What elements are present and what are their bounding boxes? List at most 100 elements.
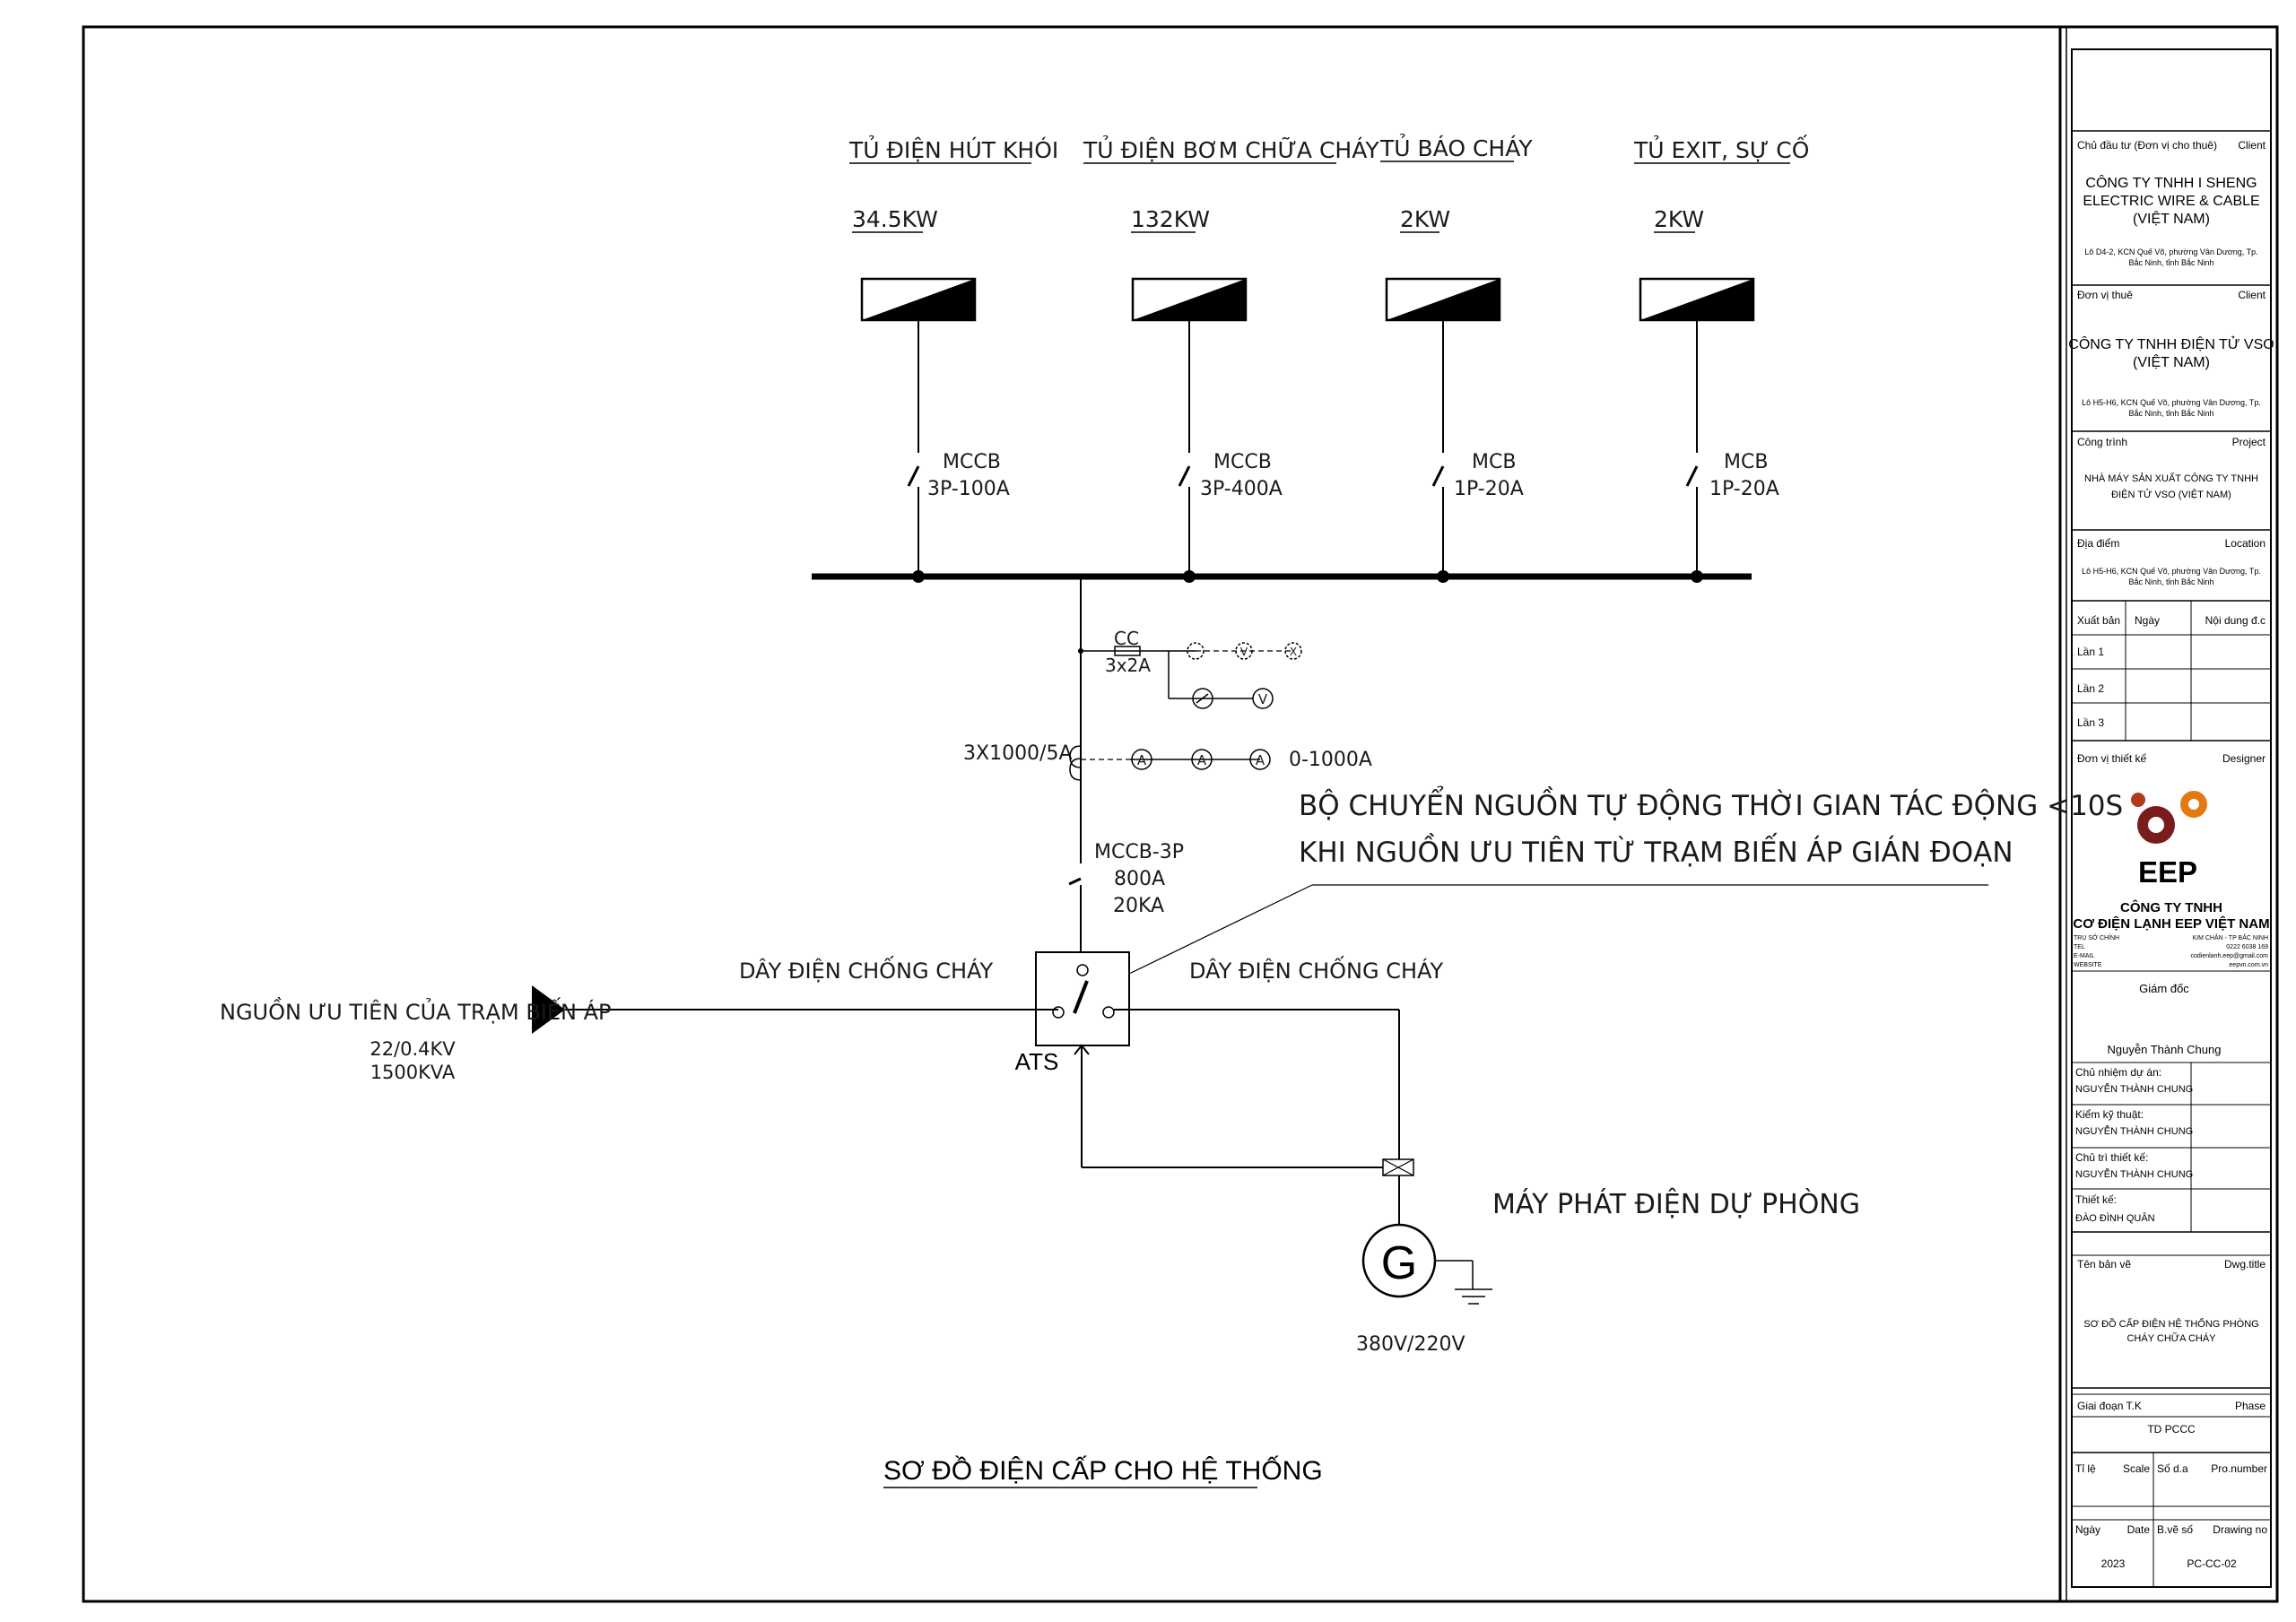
- eep-logo: EEP: [2131, 791, 2207, 889]
- outer-border: [82, 25, 2279, 1603]
- svg-text:CÔNG TY TNHH ĐIỆN TỬ VSO: CÔNG TY TNHH ĐIỆN TỬ VSO: [2068, 335, 2274, 352]
- breaker-rating: 1P-20A: [1454, 478, 1524, 500]
- load-power: 34.5KW: [852, 206, 938, 232]
- load-name: TỦ ĐIỆN BƠM CHỮA CHÁY: [1083, 135, 1379, 163]
- svg-text:Bắc Ninh, tỉnh Bắc Ninh: Bắc Ninh, tỉnh Bắc Ninh: [2128, 258, 2213, 267]
- svg-text:A: A: [1256, 752, 1265, 768]
- svg-text:Chủ nhiệm dự án:: Chủ nhiệm dự án:: [2075, 1066, 2161, 1079]
- ats-note-leader: [1128, 884, 1313, 975]
- svg-text:A: A: [1197, 752, 1207, 768]
- lamp-icon: [1235, 642, 1253, 660]
- svg-text:KIM CHÂN - TP BẮC NINH: KIM CHÂN - TP BẮC NINH: [2192, 933, 2268, 941]
- svg-text:A: A: [1137, 752, 1147, 768]
- ct-label: 3X1000/5A: [963, 742, 1073, 765]
- svg-text:NGUYỄN THÀNH CHUNG: NGUYỄN THÀNH CHUNG: [2075, 1168, 2193, 1180]
- lamp-icon: [1284, 642, 1302, 660]
- ammeter-range: 0-1000A: [1289, 749, 1372, 771]
- lamp-icon: [1187, 642, 1205, 660]
- load-panel-3: TỦ BÁO CHÁY 2KW MCB 1P-20A: [1379, 134, 1533, 577]
- diagram-title: SƠ ĐỒ ĐIỆN CẤP CHO HỆ THỐNG: [883, 1455, 1323, 1486]
- load-panel-1: TỦ ĐIỆN HÚT KHÓI 34.5KW MCCB 3P-100A: [848, 135, 1058, 577]
- fuse-rating: 3x2A: [1105, 655, 1151, 676]
- load-power: 132KW: [1131, 206, 1210, 232]
- ats-note-2: KHI NGUỒN ƯU TIÊN TỪ TRẠM BIẾN ÁP GIÁN Đ…: [1299, 833, 2013, 869]
- svg-text:2023: 2023: [2101, 1557, 2126, 1570]
- svg-text:Giám đốc: Giám đốc: [2139, 982, 2189, 995]
- svg-text:NGUYỄN THÀNH CHUNG: NGUYỄN THÀNH CHUNG: [2075, 1083, 2193, 1095]
- svg-text:Lô D4-2, KCN Quế Võ, phường Vâ: Lô D4-2, KCN Quế Võ, phường Vân Dương, T…: [2084, 247, 2257, 256]
- svg-text:V: V: [1258, 691, 1268, 707]
- svg-text:TEL: TEL: [2074, 944, 2085, 950]
- svg-text:Kiểm kỹ thuật:: Kiểm kỹ thuật:: [2075, 1108, 2144, 1121]
- svg-text:codienlanh.eep@gmail.com: codienlanh.eep@gmail.com: [2191, 953, 2269, 959]
- load-name: TỦ BÁO CHÁY: [1379, 134, 1533, 161]
- svg-text:Lần 1: Lần 1: [2077, 646, 2104, 658]
- svg-text:Drawing no: Drawing no: [2213, 1523, 2267, 1536]
- svg-text:0222 6038 169: 0222 6038 169: [2226, 944, 2268, 950]
- load-name: TỦ ĐIỆN HÚT KHÓI: [848, 135, 1058, 163]
- svg-text:Scale: Scale: [2123, 1462, 2150, 1475]
- svg-text:Client: Client: [2238, 139, 2266, 152]
- cable-right-label: DÂY ĐIỆN CHỐNG CHÁY: [1189, 955, 1444, 984]
- svg-text:Pro.number: Pro.number: [2211, 1462, 2267, 1475]
- svg-text:Tỉ lệ: Tỉ lệ: [2075, 1462, 2096, 1475]
- svg-text:800A: 800A: [1114, 868, 1165, 890]
- svg-text:E-MAIL: E-MAIL: [2074, 953, 2094, 959]
- svg-text:Thiết kế:: Thiết kế:: [2075, 1193, 2117, 1206]
- load-power: 2KW: [1400, 206, 1450, 232]
- source-arrow-icon: [532, 985, 565, 1034]
- svg-text:Location: Location: [2225, 537, 2266, 550]
- svg-text:Date: Date: [2127, 1523, 2151, 1536]
- fuse-label: CC: [1114, 628, 1139, 649]
- svg-text:Chủ trì thiết kế:: Chủ trì thiết kế:: [2075, 1151, 2148, 1164]
- source-label: NGUỒN ƯU TIÊN CỦA TRẠM BIẾN ÁP: [220, 996, 612, 1025]
- current-transformer: 3X1000/5A A A A 0-1000A: [963, 742, 1372, 781]
- load-panel-4: TỦ EXIT, SỰ CỐ 2KW MCB 1P-20A: [1633, 134, 1809, 577]
- svg-text:Đơn vị thuê: Đơn vị thuê: [2077, 289, 2133, 301]
- generator-voltage: 380V/220V: [1356, 1333, 1465, 1356]
- svg-text:X: X: [1290, 646, 1297, 658]
- svg-text:CHÁY CHỮA CHÁY: CHÁY CHỮA CHÁY: [2126, 1332, 2216, 1344]
- svg-text:Chủ đầu tư (Đơn vị cho thuê): Chủ đầu tư (Đơn vị cho thuê): [2077, 139, 2217, 152]
- svg-text:ĐÀO ĐÌNH QUÂN: ĐÀO ĐÌNH QUÂN: [2075, 1212, 2155, 1224]
- svg-text:CÔNG TY TNHH I SHENG: CÔNG TY TNHH I SHENG: [2085, 174, 2257, 191]
- svg-text:SƠ ĐỒ CẤP ĐIỆN HỆ THỐNG PHÒNG: SƠ ĐỒ CẤP ĐIỆN HỆ THỐNG PHÒNG: [2083, 1317, 2258, 1330]
- svg-text:Tên bản vẽ: Tên bản vẽ: [2077, 1258, 2131, 1271]
- svg-text:Ngày: Ngày: [2075, 1523, 2100, 1536]
- source-power: 1500KVA: [370, 1062, 456, 1083]
- voltmeter-icon: [1252, 688, 1274, 709]
- svg-text:Giai đoạn T.K: Giai đoạn T.K: [2077, 1400, 2142, 1412]
- voltmeter: V: [1192, 688, 1274, 709]
- svg-text:Dwg.title: Dwg.title: [2224, 1258, 2266, 1271]
- svg-text:CÔNG TY TNHH: CÔNG TY TNHH: [2120, 899, 2222, 915]
- svg-text:eepvn.com.vn: eepvn.com.vn: [2229, 962, 2268, 968]
- svg-text:Ngày: Ngày: [2135, 614, 2160, 627]
- svg-text:Xuất bản: Xuất bản: [2077, 614, 2120, 627]
- svg-text:ELECTRIC WIRE & CABLE: ELECTRIC WIRE & CABLE: [2083, 194, 2259, 209]
- ammeter-icon: [1191, 749, 1213, 770]
- ats-label: ATS: [1015, 1048, 1059, 1075]
- svg-text:NHÀ MÁY SẢN XUẤT CÔNG TY TNHH: NHÀ MÁY SẢN XUẤT CÔNG TY TNHH: [2084, 473, 2258, 484]
- ammeter-icon: [1131, 749, 1152, 770]
- generator-symbol: G: [1381, 1237, 1417, 1289]
- svg-text:Đơn vị thiết kế: Đơn vị thiết kế: [2077, 752, 2147, 765]
- bus-junctions: [912, 570, 1703, 583]
- svg-text:TD PCCC: TD PCCC: [2147, 1423, 2196, 1436]
- svg-text:TRỤ SỞ CHÍNH: TRỤ SỞ CHÍNH: [2074, 933, 2119, 941]
- svg-text:MCCB-3P: MCCB-3P: [1094, 841, 1184, 863]
- source-voltage: 22/0.4KV: [370, 1038, 456, 1060]
- breaker-type: MCB: [1724, 451, 1768, 473]
- generator-label: MÁY PHÁT ĐIỆN DỰ PHÒNG: [1492, 1187, 1860, 1220]
- svg-text:CƠ ĐIỆN LẠNH EEP VIỆT NAM: CƠ ĐIỆN LẠNH EEP VIỆT NAM: [2073, 915, 2269, 932]
- svg-text:(VIỆT NAM): (VIỆT NAM): [2133, 210, 2210, 227]
- svg-text:Phase: Phase: [2235, 1400, 2266, 1412]
- utility-source: NGUỒN ƯU TIÊN CỦA TRẠM BIẾN ÁP 22/0.4KV …: [220, 955, 1058, 1083]
- ats-switch: ATS: [1015, 951, 1130, 1075]
- svg-text:WEBSITE: WEBSITE: [2074, 962, 2102, 968]
- svg-text:Địa điểm: Địa điểm: [2077, 537, 2119, 550]
- svg-text:Công trình: Công trình: [2077, 436, 2127, 448]
- cable-left-label: DÂY ĐIỆN CHỐNG CHÁY: [739, 955, 994, 984]
- ammeter-icon: [1249, 749, 1271, 770]
- svg-text:Bắc Ninh, tỉnh Bắc Ninh: Bắc Ninh, tỉnh Bắc Ninh: [2128, 577, 2213, 586]
